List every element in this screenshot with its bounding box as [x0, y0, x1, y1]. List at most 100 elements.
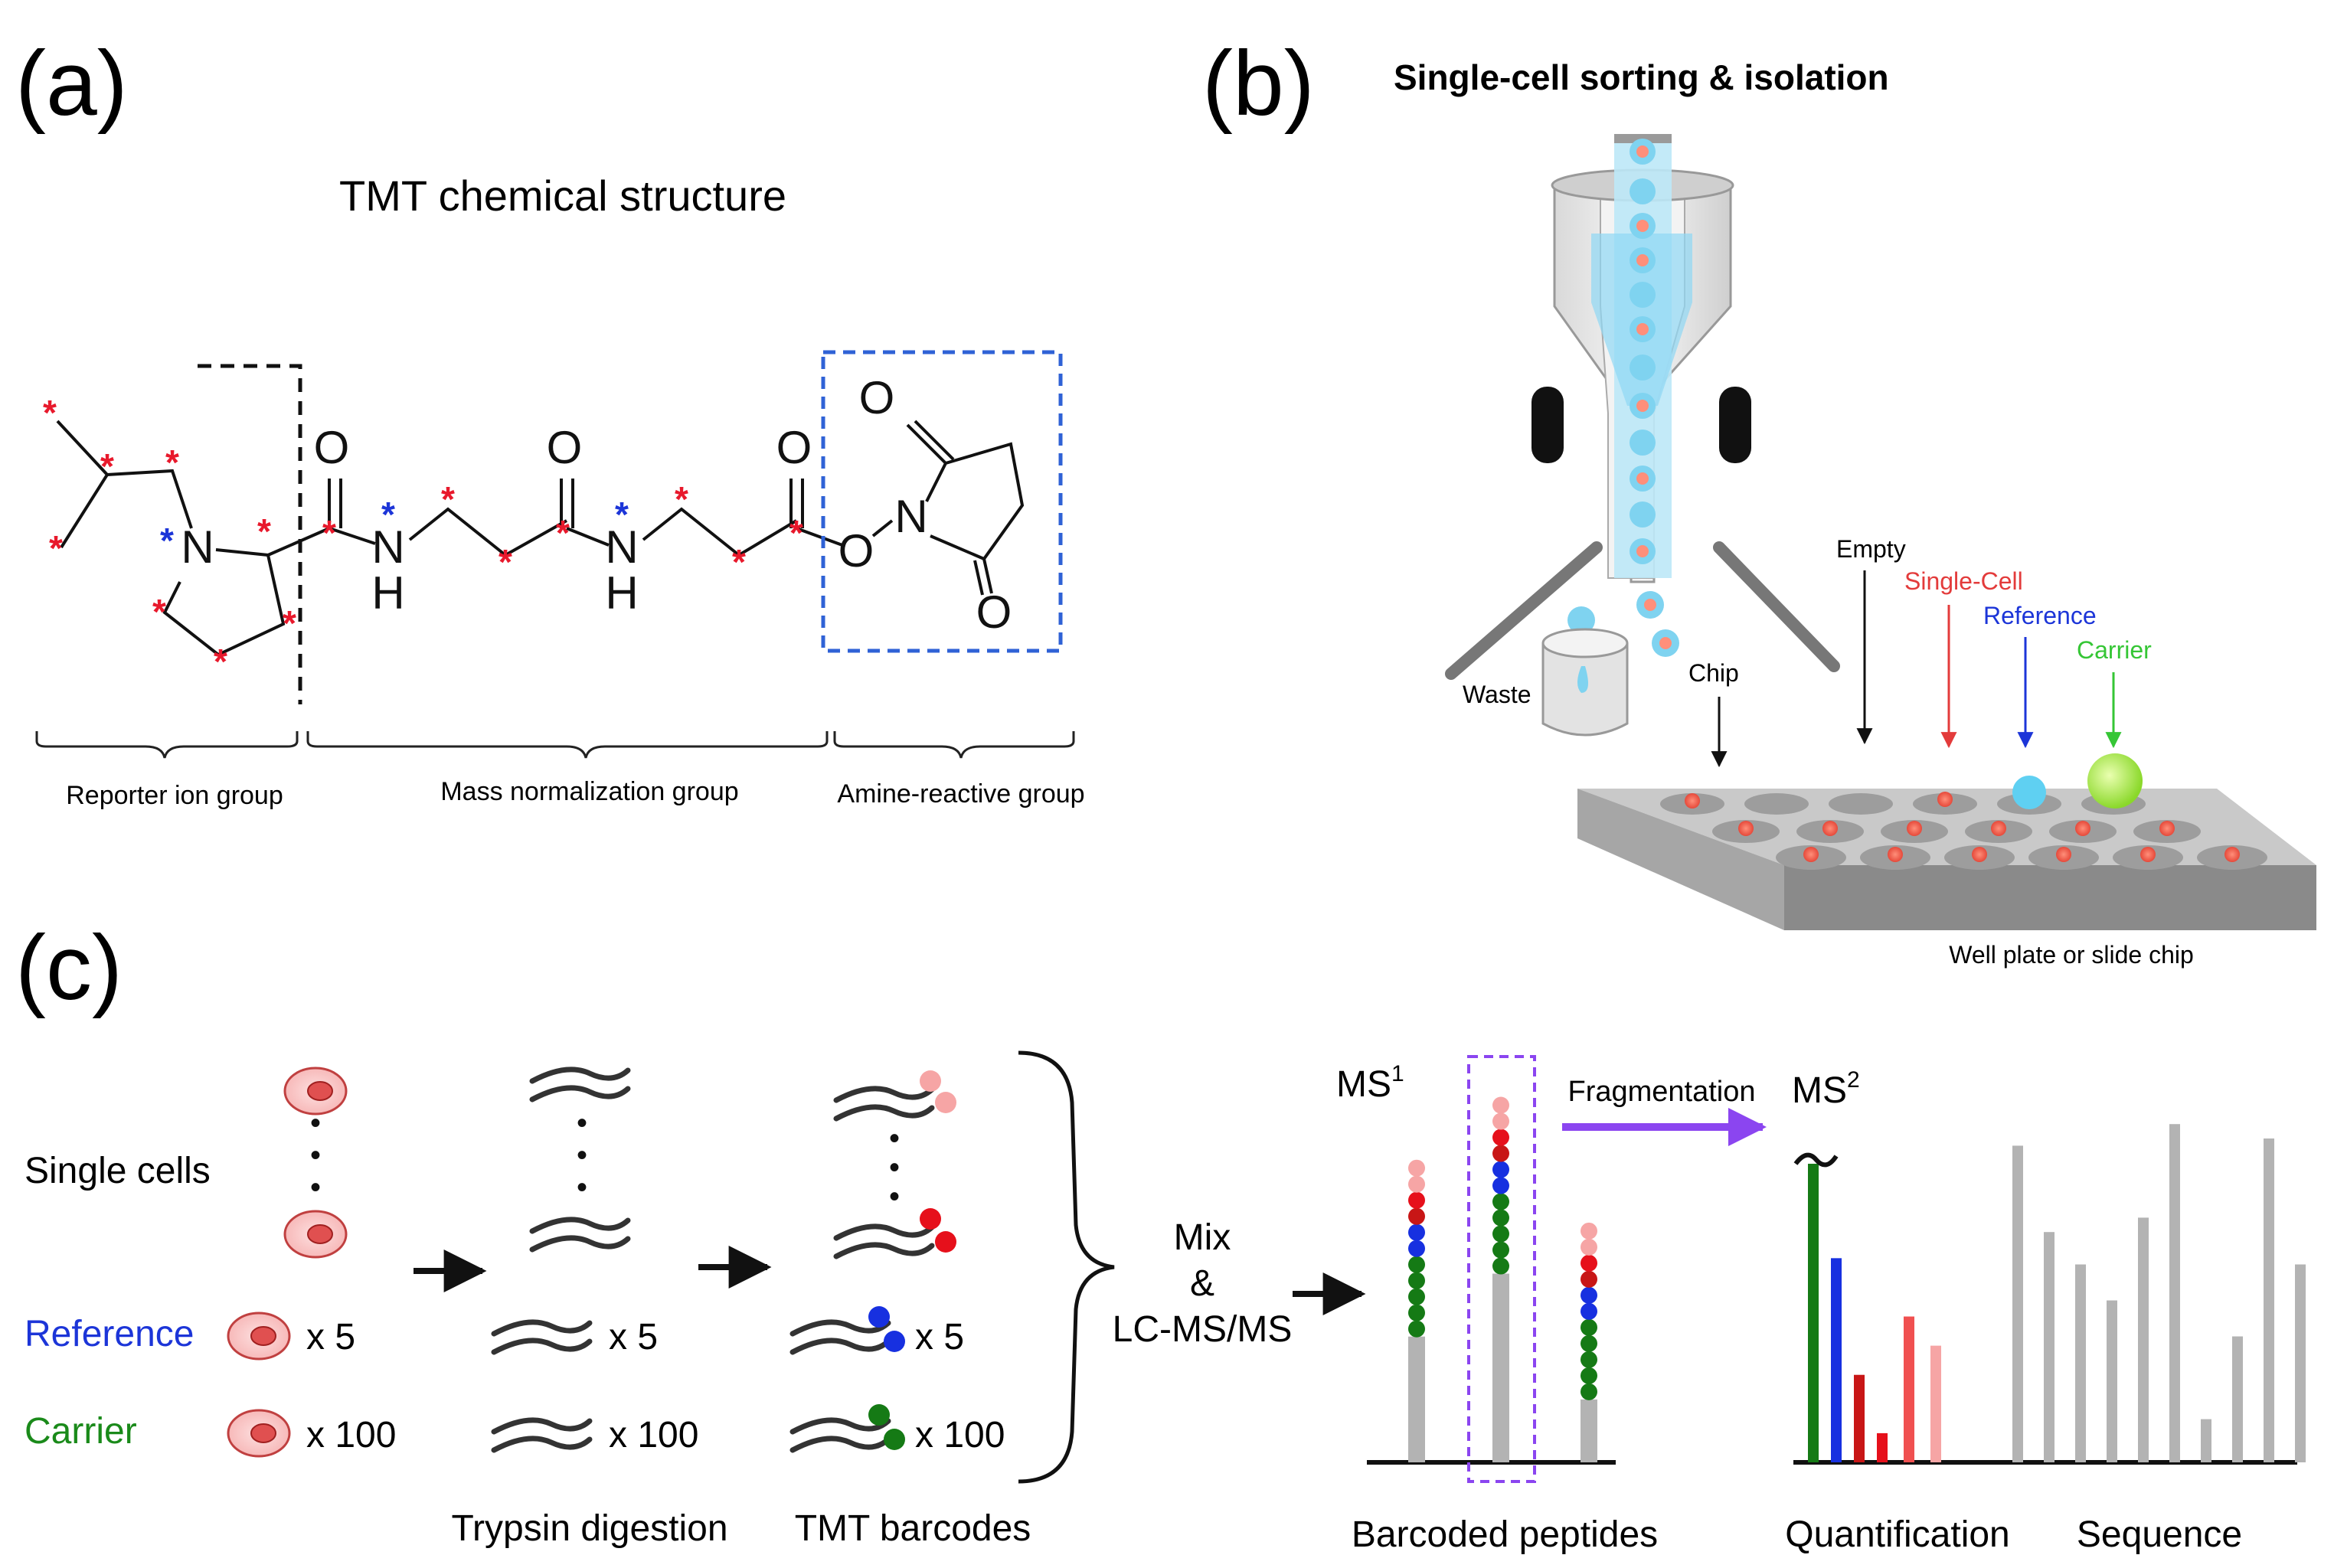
fragment-ion-bar — [2201, 1419, 2211, 1462]
fragment-ion-bar — [2264, 1138, 2274, 1462]
ms1-tag-bead — [1492, 1096, 1509, 1114]
isotope-marker-red: * — [165, 443, 179, 482]
deflection-plate-left — [1445, 541, 1603, 680]
ms1-tag-bead — [1408, 1191, 1425, 1209]
fragment-ion-bar — [2138, 1217, 2149, 1462]
isotope-marker-red: * — [49, 528, 63, 568]
mix-ampersand: & — [1190, 1263, 1214, 1304]
ms1-tag-bead — [1581, 1222, 1597, 1240]
ellipsis-dot: • — [310, 1106, 321, 1140]
ms1-tag-bead — [1492, 1193, 1509, 1210]
label-chip: Chip — [1688, 659, 1739, 687]
deflection-plate-right — [1713, 541, 1840, 672]
reporter-boundary-dashed — [198, 364, 302, 704]
atom-o-succinimide-bottom: O — [976, 586, 1012, 638]
ms1-tag-bead — [1492, 1161, 1509, 1178]
isotope-marker-red: * — [43, 393, 57, 433]
tmt-carrier-count: x 100 — [915, 1415, 1005, 1455]
isotope-marker-red: * — [214, 642, 227, 681]
tagged-peptides — [789, 1086, 935, 1453]
ms1-tag-bead — [1408, 1256, 1425, 1273]
isotope-marker-red: * — [257, 511, 271, 551]
ms1-tag-bead — [1492, 1209, 1509, 1227]
caption-trypsin-digestion: Trypsin digestion — [451, 1508, 727, 1549]
ms1-spectrum: MS1 — [1336, 1055, 1616, 1483]
atom-o-2: O — [547, 422, 583, 473]
reporter-ion-bar — [1831, 1258, 1842, 1462]
reporter-ion-peaks — [1808, 1164, 1941, 1462]
panel-c: (c) Single cells Reference Carrier • • •… — [15, 916, 2306, 1555]
mixing-brace — [1018, 1050, 1115, 1484]
tmt-tags — [868, 1070, 956, 1450]
atom-o-succinimide-top: O — [859, 372, 895, 423]
mix-label: Mix — [1174, 1217, 1231, 1258]
fragment-ion-bar — [2044, 1232, 2055, 1462]
isotope-marker-red: * — [732, 542, 746, 582]
molecule-bonds — [56, 420, 1025, 657]
row-label-single-cells: Single cells — [25, 1151, 211, 1191]
isotope-marker-red: * — [675, 479, 688, 519]
ms1-tag-bead — [1492, 1177, 1509, 1194]
reporter-ion-bar — [1877, 1432, 1888, 1462]
ms1-tag-bead — [1581, 1238, 1597, 1256]
ms1-tag-bead — [1492, 1145, 1509, 1162]
fragment-ion-bar — [2232, 1336, 2243, 1462]
isotope-marker-red: * — [789, 513, 803, 553]
label-empty: Empty — [1836, 535, 1906, 563]
ms1-tag-bead — [1408, 1240, 1425, 1257]
well-plate — [1577, 753, 2316, 930]
fragment-ion-bar — [2295, 1264, 2306, 1462]
fragment-ion-bar — [2169, 1124, 2180, 1462]
panel-c-letter: (c) — [15, 916, 123, 1019]
group-brackets — [35, 731, 1075, 759]
ms1-tag-bead — [1408, 1207, 1425, 1225]
ellipsis-dot: • — [577, 1138, 587, 1172]
ms1-tag-bead — [1581, 1318, 1597, 1336]
label-well-plate: Well plate or slide chip — [1949, 941, 2194, 969]
ms1-tag-bead — [1492, 1257, 1509, 1275]
row-label-reference: Reference — [25, 1314, 194, 1354]
atom-o-3: O — [776, 422, 812, 473]
single-cell-icons — [227, 1067, 348, 1458]
row-label-carrier: Carrier — [25, 1411, 137, 1452]
ellipsis-dot: • — [889, 1180, 900, 1214]
ms1-tag-bead — [1408, 1320, 1425, 1338]
ms1-tag-bead — [1581, 1302, 1597, 1320]
ms1-tag-bead — [1492, 1129, 1509, 1146]
tmt-reference-count: x 5 — [915, 1317, 964, 1357]
atom-h-2: H — [605, 567, 638, 619]
ms1-tag-bead — [1581, 1254, 1597, 1272]
isotope-marker-red: * — [441, 479, 455, 519]
ellipsis-dot: • — [310, 1138, 321, 1172]
ms1-tag-bead — [1408, 1175, 1425, 1193]
isotope-marker-red: * — [499, 542, 512, 582]
mix-lcmsms: LC-MS/MS — [1113, 1309, 1293, 1350]
trypsin-carrier-count: x 100 — [609, 1415, 698, 1455]
group-label-reporter: Reporter ion group — [66, 781, 283, 810]
ms1-tag-bead — [1408, 1272, 1425, 1289]
selected-peptide-box — [1467, 1055, 1536, 1483]
caption-tmt-barcodes: TMT barcodes — [795, 1508, 1031, 1549]
reference-count: x 5 — [306, 1317, 355, 1357]
ms1-tag-bead — [1408, 1223, 1425, 1241]
ms1-tag-bead — [1408, 1288, 1425, 1305]
ellipsis-dot: • — [889, 1122, 900, 1155]
panel-b-title: Single-cell sorting & isolation — [1394, 57, 1889, 97]
ms1-tag-bead — [1581, 1367, 1597, 1384]
peptide-squiggles — [491, 1067, 631, 1453]
carrier-count: x 100 — [306, 1415, 396, 1455]
reporter-ion-bar — [1930, 1345, 1941, 1462]
atom-o-1: O — [314, 422, 350, 473]
caption-sequence: Sequence — [2077, 1514, 2242, 1555]
atom-o-link: O — [838, 525, 874, 577]
atom-n-succinimide: N — [894, 491, 927, 542]
isotope-marker-red: * — [100, 446, 114, 486]
isotope-marker-blue: * — [381, 495, 395, 534]
ms1-tag-bead — [1581, 1334, 1597, 1352]
group-label-amine-reactive: Amine-reactive group — [837, 779, 1084, 808]
isotope-marker-blue: * — [160, 521, 174, 560]
ms1-tag-bead — [1492, 1225, 1509, 1243]
panel-a-title: TMT chemical structure — [339, 172, 786, 220]
isotope-marker-red: * — [556, 513, 570, 553]
stream-droplets — [1567, 139, 1679, 657]
